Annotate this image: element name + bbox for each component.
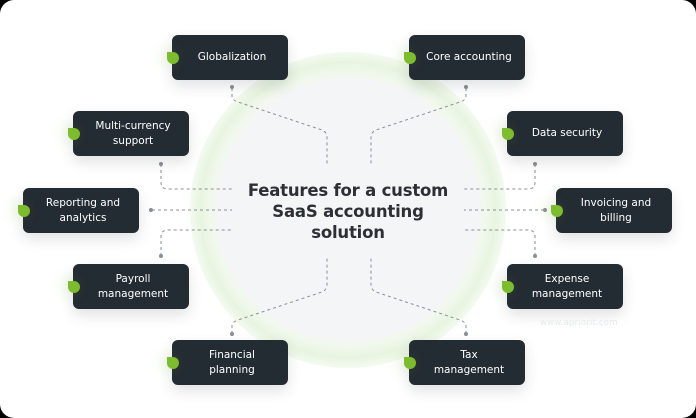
feature-node-core-accounting: Core accounting bbox=[404, 35, 525, 80]
connector-dot bbox=[464, 85, 468, 89]
connector-dot bbox=[149, 208, 153, 212]
leaf-icon bbox=[167, 356, 179, 369]
feature-node-globalization: Globalization bbox=[167, 35, 288, 80]
feature-label-line: support bbox=[112, 134, 154, 147]
connector-payroll bbox=[160, 229, 232, 256]
feature-node-tax: Tax management bbox=[404, 340, 525, 385]
feature-node-expense: Expense management bbox=[502, 264, 623, 309]
feature-label: Tax management bbox=[434, 348, 504, 377]
feature-label-line: management bbox=[433, 363, 505, 376]
leaf-icon bbox=[68, 127, 80, 140]
feature-label: Multi-currency support bbox=[95, 119, 170, 148]
leaf-icon bbox=[404, 356, 416, 369]
center-disk bbox=[216, 78, 480, 342]
connector-multi-currency bbox=[160, 164, 232, 190]
feature-label: Expense management bbox=[532, 272, 602, 301]
feature-label-line: Globalization bbox=[197, 51, 267, 64]
feature-label-line: Tax bbox=[460, 349, 478, 361]
connector-dot bbox=[533, 254, 537, 258]
feature-label-line: Payroll bbox=[115, 273, 151, 285]
watermark: www.apriorit.com bbox=[540, 318, 618, 328]
connector-dot bbox=[533, 162, 537, 166]
leaf-icon bbox=[68, 280, 80, 293]
leaf-icon bbox=[404, 51, 416, 64]
connector-dot bbox=[159, 254, 163, 258]
leaf-icon bbox=[551, 204, 563, 217]
feature-label: Invoicing and billing bbox=[581, 196, 651, 225]
leaf-icon bbox=[502, 280, 514, 293]
feature-node-data-security: Data security bbox=[502, 111, 623, 156]
feature-label: Data security bbox=[532, 126, 602, 141]
feature-node-financial-planning: Financial planning bbox=[167, 340, 288, 385]
feature-label-line: billing bbox=[600, 211, 632, 224]
feature-node-reporting: Reporting and analytics bbox=[18, 188, 139, 233]
connector-globalization bbox=[231, 88, 328, 165]
feature-node-invoicing: Invoicing and billing bbox=[551, 188, 672, 233]
feature-label: Core accounting bbox=[426, 50, 512, 65]
leaf-icon bbox=[167, 51, 179, 64]
connector-dot bbox=[159, 162, 163, 166]
feature-label-line: Invoicing and bbox=[580, 197, 652, 209]
feature-label: Payroll management bbox=[98, 272, 168, 301]
feature-label-line: management bbox=[97, 287, 169, 300]
feature-label-line: Expense bbox=[544, 273, 590, 285]
feature-label-line: Data security bbox=[531, 127, 603, 140]
connector-tax bbox=[370, 258, 467, 334]
leaf-icon bbox=[18, 204, 30, 217]
connector-dot bbox=[543, 208, 547, 212]
feature-node-payroll: Payroll management bbox=[68, 264, 189, 309]
connector-core-accounting bbox=[370, 88, 467, 165]
feature-label: Globalization bbox=[198, 50, 266, 65]
center-title-line: SaaS accounting bbox=[272, 202, 424, 221]
connector-financial-planning bbox=[231, 258, 328, 334]
feature-label-line: planning bbox=[209, 363, 255, 376]
feature-label-line: Core accounting bbox=[426, 51, 512, 64]
feature-label-line: Reporting and bbox=[45, 197, 121, 209]
connector-dot bbox=[230, 85, 234, 89]
connector-expense bbox=[464, 229, 536, 256]
leaf-icon bbox=[502, 127, 514, 140]
center-title: Features for a custom SaaS accounting so… bbox=[228, 180, 468, 243]
feature-node-multi-currency: Multi-currency support bbox=[68, 111, 189, 156]
feature-label-line: Multi-currency bbox=[95, 120, 171, 132]
connector-dot bbox=[230, 332, 234, 336]
feature-label: Financial planning bbox=[209, 348, 255, 377]
feature-label-line: analytics bbox=[59, 211, 107, 224]
feature-label: Reporting and analytics bbox=[46, 196, 120, 225]
center-title-line: solution bbox=[311, 223, 385, 242]
feature-label-line: management bbox=[531, 287, 603, 300]
center-title-line: Features for a custom bbox=[247, 181, 449, 200]
feature-label-line: Financial bbox=[209, 349, 255, 361]
connector-data-security bbox=[464, 164, 536, 190]
connector-dot bbox=[464, 332, 468, 336]
